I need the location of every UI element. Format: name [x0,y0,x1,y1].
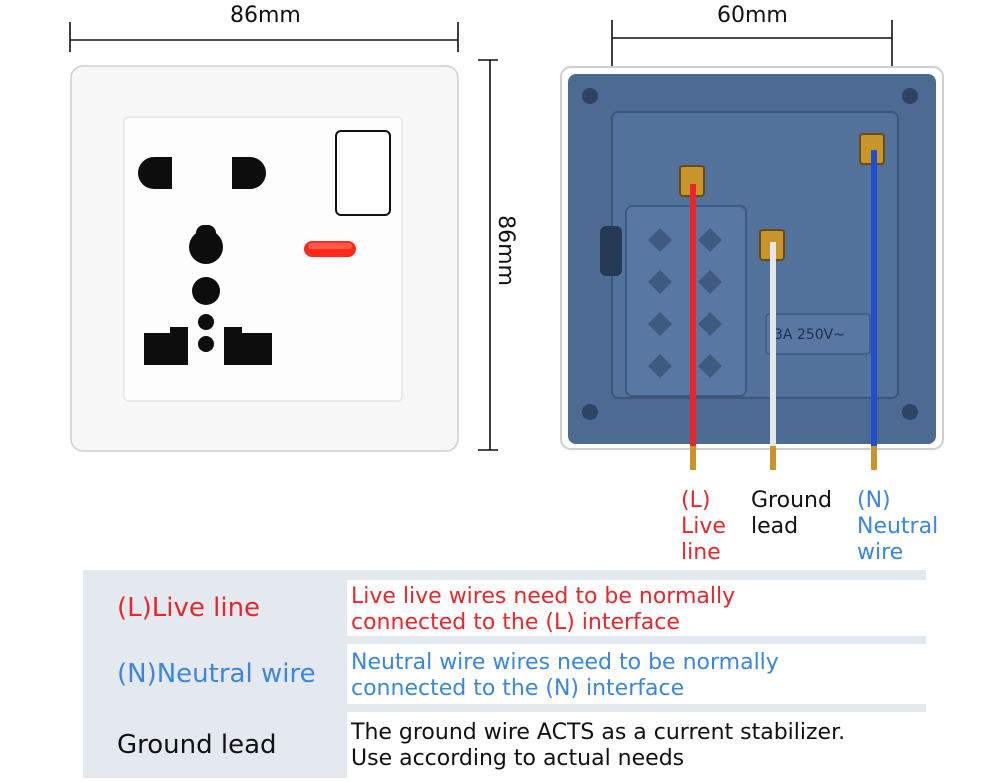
row-desc-neutral-line-2: connected to the (N) interface [351,676,685,701]
socket-back-illustration: 3A 250V~ [560,66,944,450]
row-label-ground: Ground lead [83,712,347,778]
callout-live-line-2: Live [681,514,726,539]
wires [690,150,877,470]
callout-neutral: (N) Neutral wire [857,488,938,566]
row-label-live: (L)Live line [83,580,347,636]
table-band-mid-2 [83,704,926,712]
row-desc-ground-line-2: Use according to actual needs [351,746,685,771]
table-band-top [83,570,926,580]
front-width-label: 86mm [230,3,301,28]
row-desc-live-line-2: connected to the (L) interface [351,610,680,635]
table-band-mid-1 [83,636,926,644]
back-width-label: 60mm [717,3,788,28]
front-dimension-lines [69,22,498,451]
table-row: Ground lead The ground wire ACTS as a cu… [83,712,926,778]
rating-label: 3A 250V~ [774,327,845,343]
callout-live: (L) Live line [681,488,726,566]
row-desc-ground-line-1: The ground wire ACTS as a current stabil… [351,720,846,745]
front-height-label: 86mm [492,215,518,286]
row-desc-live-line-1: Live live wires need to be normally [351,584,736,609]
row-desc-ground: The ground wire ACTS as a current stabil… [351,720,926,778]
callout-neutral-line-3: wire [857,540,904,565]
row-desc-neutral: Neutral wire wires need to be normally c… [351,650,926,704]
row-desc-neutral-line-1: Neutral wire wires need to be normally [351,650,779,675]
table-row: (N)Neutral wire Neutral wire wires need … [83,644,926,704]
callout-live-line-3: line [681,540,721,565]
callout-neutral-line-2: Neutral [857,514,939,539]
callout-neutral-line-1: (N) [857,488,891,513]
callout-ground: Ground lead [751,488,832,540]
callout-ground-line-1: Ground [751,488,832,513]
table-row: (L)Live line Live live wires need to be … [83,580,926,636]
row-desc-live: Live live wires need to be normally conn… [351,584,926,636]
callout-ground-line-2: lead [751,514,799,539]
callout-live-line-1: (L) [681,488,711,513]
socket-front-illustration [70,65,459,452]
row-label-neutral: (N)Neutral wire [83,644,347,704]
